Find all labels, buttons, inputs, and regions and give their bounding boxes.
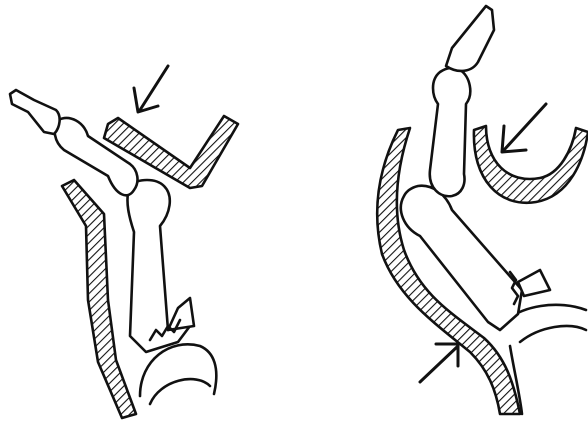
right-dorsal-splint [474,126,588,203]
left-volar-splint [62,180,136,418]
left-fracture-fragment [168,298,194,330]
right-middle-phalanx [430,68,470,196]
right-force-arrow-bottom [420,344,458,382]
right-metacarpal-head-curve [520,326,586,342]
left-force-arrow [134,66,168,112]
right-force-arrow-top [502,104,546,152]
left-metacarpal-head [140,344,216,396]
right-fracture-fragment [518,270,550,296]
left-metacarpal-head-inner [150,379,210,404]
left-panel [10,66,238,418]
right-panel [377,6,588,414]
left-distal-phalanx [10,90,60,134]
right-distal-phalanx [446,6,494,71]
